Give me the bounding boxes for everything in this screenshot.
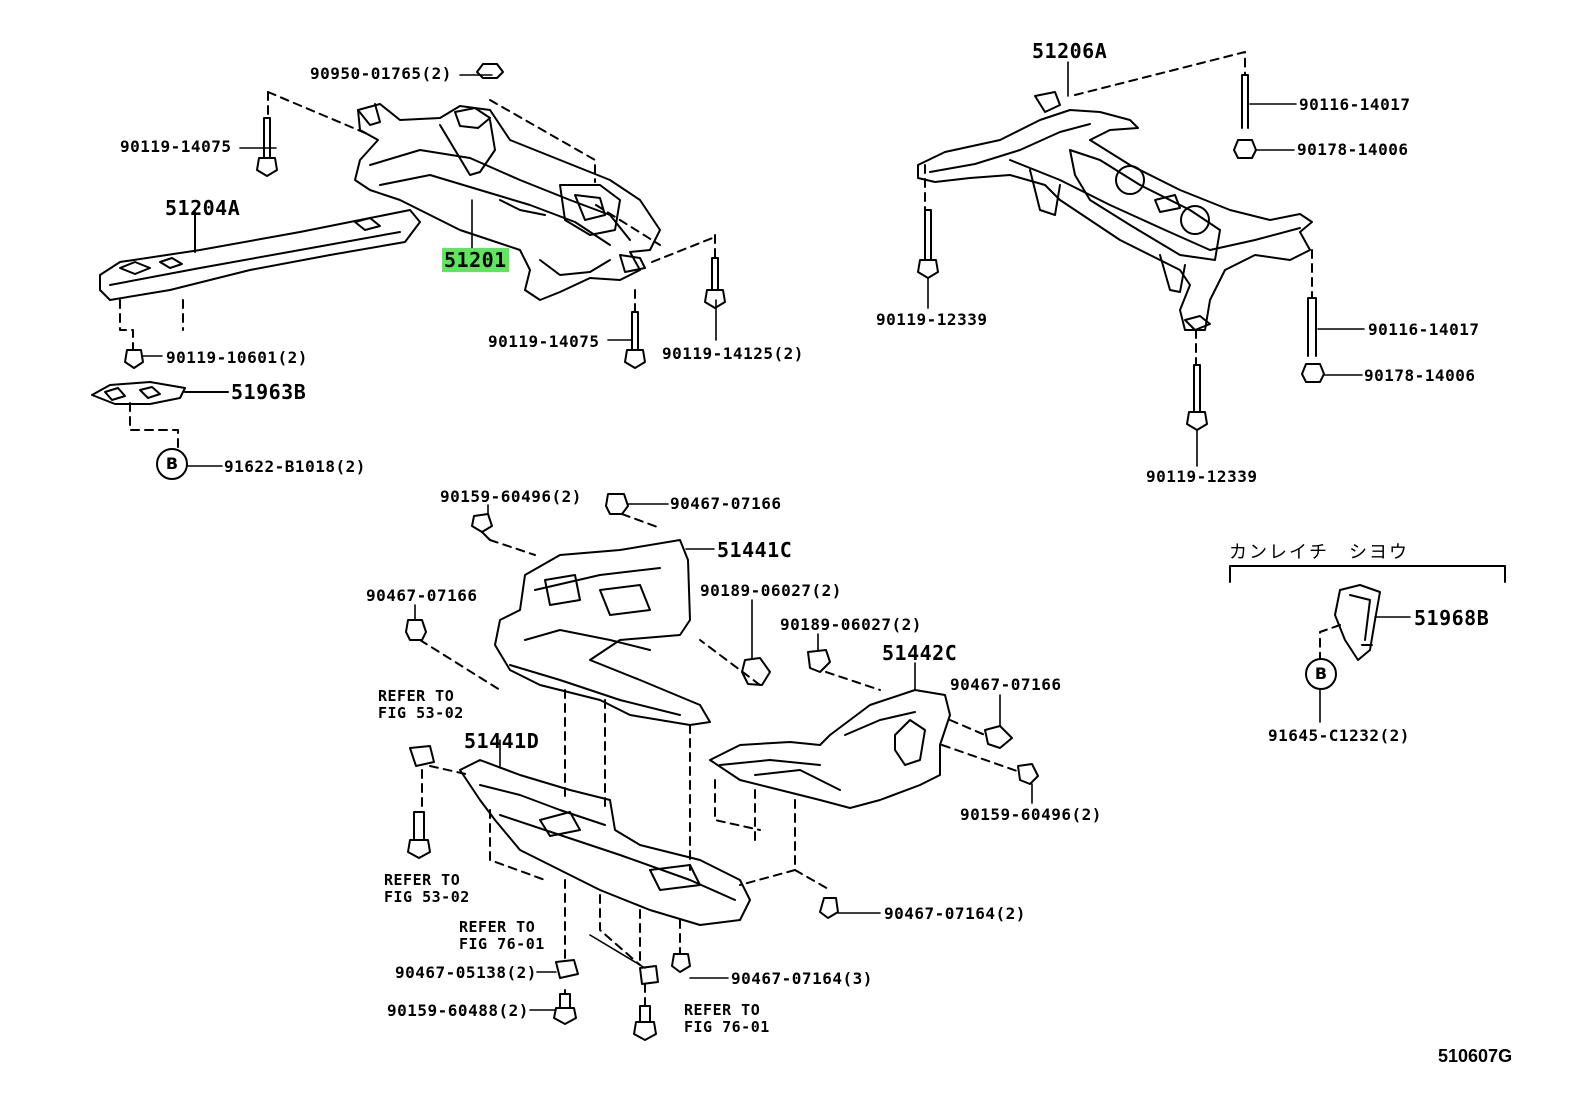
rear-crossmember-51206a bbox=[917, 91, 1313, 331]
group-bracket bbox=[1229, 565, 1506, 583]
engine-under-cover-51442c bbox=[709, 689, 951, 809]
label-51441d: 51441D bbox=[464, 729, 540, 753]
engine-under-cover-51441d bbox=[459, 759, 751, 926]
front-crossmember-51201 bbox=[354, 103, 661, 301]
label-90159-60488: 90159-60488(2) bbox=[387, 1001, 529, 1020]
label-51442c: 51442C bbox=[882, 641, 958, 665]
label-90467-07166-left: 90467-07166 bbox=[366, 586, 478, 605]
refer-fig-53-02-bottom: REFER TO FIG 53-02 bbox=[384, 871, 470, 906]
plate-51204a bbox=[99, 209, 421, 301]
highlighted-part-number: 51201 bbox=[442, 248, 509, 272]
label-90467-07166-top: 90467-07166 bbox=[670, 494, 782, 513]
label-90119-14125: 90119-14125(2) bbox=[662, 344, 804, 363]
label-90159-60496-top: 90159-60496(2) bbox=[440, 487, 582, 506]
bolts bbox=[124, 63, 1325, 431]
label-90119-12339-bottom: 90119-12339 bbox=[1146, 467, 1258, 486]
leader-lines bbox=[141, 61, 1411, 1011]
marker-b-right: B bbox=[1305, 658, 1337, 690]
label-51963b: 51963B bbox=[231, 380, 307, 404]
label-51201: 51201 bbox=[442, 248, 509, 272]
label-90950-01765: 90950-01765(2) bbox=[310, 64, 452, 83]
label-90116-14017-bottom: 90116-14017 bbox=[1368, 320, 1480, 339]
label-90178-14006-top: 90178-14006 bbox=[1297, 140, 1409, 159]
refer-fig-53-02-top: REFER TO FIG 53-02 bbox=[378, 687, 464, 722]
label-90119-14075-left: 90119-14075 bbox=[120, 137, 232, 156]
engine-under-cover-51441c bbox=[494, 539, 711, 726]
label-90467-07166-right: 90467-07166 bbox=[950, 675, 1062, 694]
label-51206a: 51206A bbox=[1032, 39, 1108, 63]
label-90467-05138: 90467-05138(2) bbox=[395, 963, 537, 982]
label-90159-60496-right: 90159-60496(2) bbox=[960, 805, 1102, 824]
label-91645-c1232: 91645-C1232(2) bbox=[1268, 726, 1410, 745]
label-90467-07164-2: 90467-07164(2) bbox=[884, 904, 1026, 923]
label-90119-10601: 90119-10601(2) bbox=[166, 348, 308, 367]
label-90467-07164-3: 90467-07164(3) bbox=[731, 969, 873, 988]
label-51204a: 51204A bbox=[165, 196, 241, 220]
bracket-51968b bbox=[1334, 584, 1381, 661]
figure-code: 510607G bbox=[1438, 1046, 1513, 1066]
bracket-51963b bbox=[91, 381, 186, 405]
label-90189-06027-b: 90189-06027(2) bbox=[780, 615, 922, 634]
label-51441c: 51441C bbox=[717, 538, 793, 562]
marker-b-left: B bbox=[156, 448, 188, 480]
dashed-guides bbox=[119, 51, 1313, 451]
label-90189-06027-a: 90189-06027(2) bbox=[700, 581, 842, 600]
label-51968b: 51968B bbox=[1414, 606, 1490, 630]
label-90116-14017-top: 90116-14017 bbox=[1299, 95, 1411, 114]
label-90119-14075-bottom: 90119-14075 bbox=[488, 332, 600, 351]
label-91622-b1018: 91622-B1018(2) bbox=[224, 457, 366, 476]
label-90119-12339-left: 90119-12339 bbox=[876, 310, 988, 329]
label-90178-14006-bottom: 90178-14006 bbox=[1364, 366, 1476, 385]
japanese-note: カンレイチ シヨウ bbox=[1229, 542, 1409, 563]
cover-dashed-guides bbox=[419, 513, 1341, 1007]
refer-fig-76-01-left: REFER TO FIG 76-01 bbox=[459, 918, 545, 953]
refer-fig-76-01-right: REFER TO FIG 76-01 bbox=[684, 1001, 770, 1036]
